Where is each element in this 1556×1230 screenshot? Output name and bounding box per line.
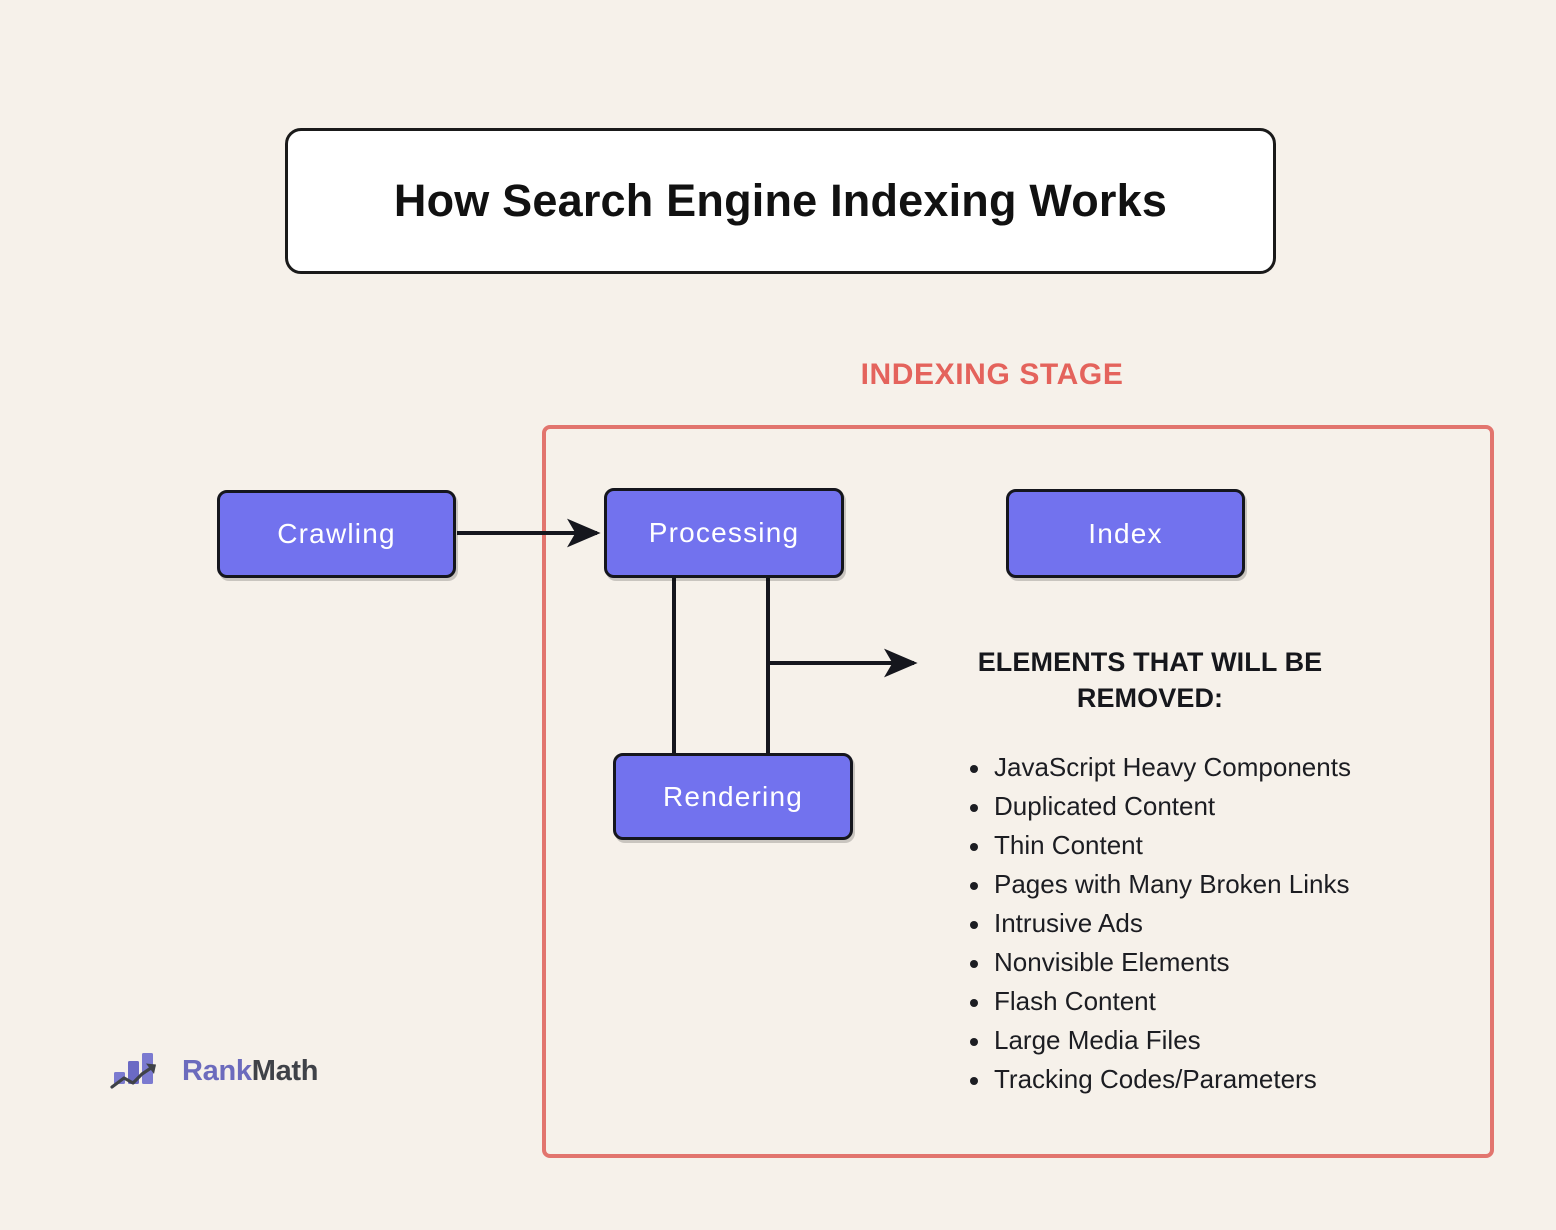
list-item: Nonvisible Elements	[970, 943, 1514, 982]
indexing-stage-label: INDEXING STAGE	[860, 358, 1124, 391]
node-index[interactable]: Index	[1006, 489, 1245, 578]
list-item: Flash Content	[970, 982, 1514, 1021]
list-item: Pages with Many Broken Links	[970, 865, 1514, 904]
list-item: Tracking Codes/Parameters	[970, 1060, 1514, 1099]
node-rendering-label: Rendering	[663, 780, 803, 812]
list-item: Intrusive Ads	[970, 904, 1514, 943]
list-item: Large Media Files	[970, 1021, 1514, 1060]
node-processing[interactable]: Processing	[604, 488, 844, 578]
list-item: Duplicated Content	[970, 787, 1514, 826]
bar-chart-arrow-icon	[110, 1053, 156, 1089]
removed-elements-heading: ELEMENTS THAT WILL BE REMOVED:	[940, 645, 1360, 717]
node-processing-label: Processing	[648, 517, 800, 548]
node-rendering[interactable]: Rendering	[613, 753, 853, 840]
list-item: JavaScript Heavy Components	[970, 748, 1514, 787]
indexing-stage-boundary	[542, 425, 1494, 1158]
rankmath-wordmark: RankMath	[182, 1055, 318, 1088]
removed-elements-list: JavaScript Heavy Components Duplicated C…	[952, 748, 1514, 1099]
node-crawling[interactable]: Crawling	[217, 490, 456, 578]
list-item: Thin Content	[970, 826, 1514, 865]
title-banner: How Search Engine Indexing Works	[285, 128, 1276, 274]
rankmath-logo: RankMath	[110, 1050, 318, 1092]
node-index-label: Index	[1088, 517, 1163, 549]
logo-rank-text: Rank	[182, 1054, 252, 1087]
logo-math-text: Math	[251, 1054, 319, 1087]
removed-heading-line-2: REMOVED:	[1076, 682, 1224, 713]
page-title: How Search Engine Indexing Works	[393, 175, 1168, 227]
node-crawling-label: Crawling	[277, 518, 396, 549]
removed-heading-line-1: ELEMENTS THAT WILL BE	[977, 647, 1323, 677]
